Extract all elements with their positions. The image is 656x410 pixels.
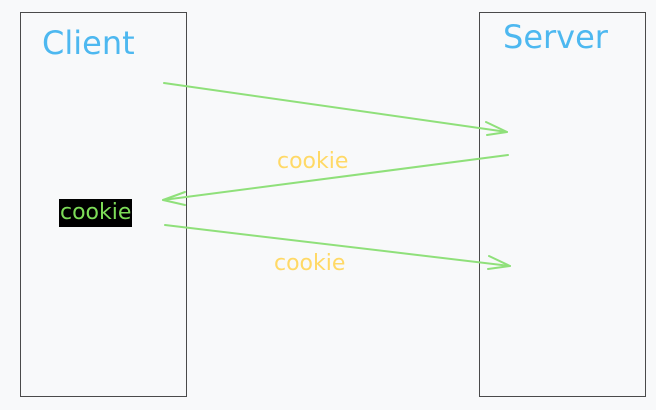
set-cookie-label: cookie [277,149,349,174]
request-arrow [163,82,508,136]
stored-cookie-badge: cookie [59,199,133,227]
set-cookie-arrow [162,154,509,206]
server-box [479,12,646,397]
client-title: Client [42,24,135,62]
send-cookie-label: cookie [274,251,346,276]
cookie-request-arrow [164,224,511,270]
server-title: Server [503,18,608,56]
